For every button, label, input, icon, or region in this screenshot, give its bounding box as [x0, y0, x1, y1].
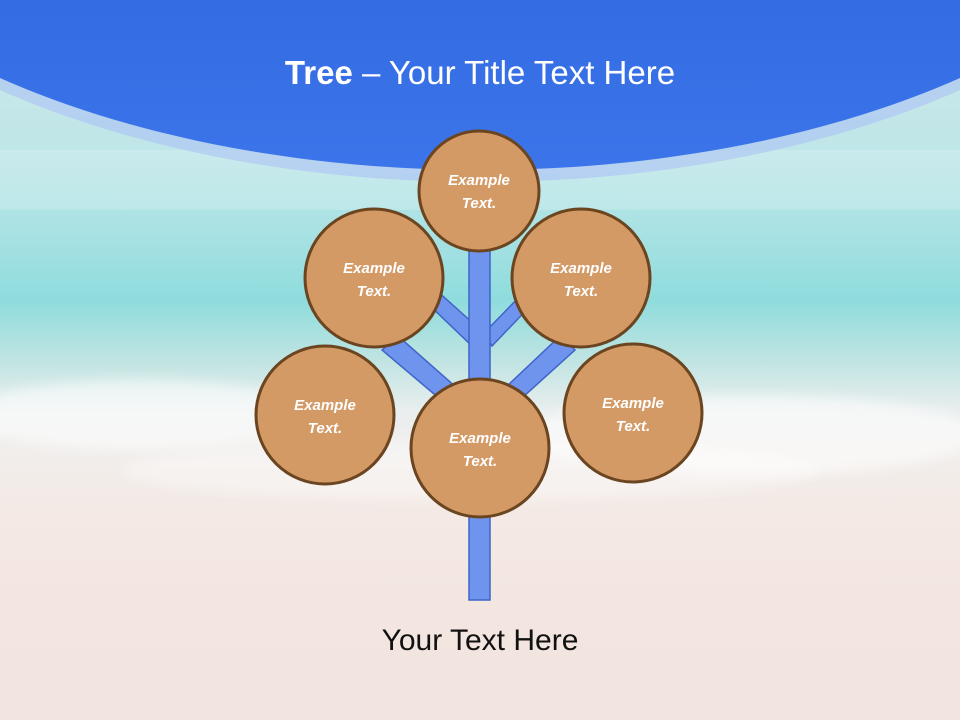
tree-node: Example Text.	[417, 129, 541, 253]
tree-node: Example Text.	[303, 207, 445, 349]
node-text-line1: Example	[294, 397, 356, 414]
node-text-line2: Text.	[463, 453, 497, 470]
node-text-line2: Text.	[308, 420, 342, 437]
tree-node: Example Text.	[562, 342, 704, 484]
tree-node: Example Text.	[409, 377, 551, 519]
title-bold: Tree	[284, 54, 353, 91]
node-text-line1: Example	[550, 260, 612, 277]
tree-node: Example Text.	[254, 344, 396, 486]
tree-node: Example Text.	[510, 207, 652, 349]
node-text-line2: Text.	[616, 418, 650, 435]
node-text-line1: Example	[448, 172, 510, 189]
node-text-line1: Example	[449, 430, 511, 447]
slide-title: Tree – Your Title Text Here	[0, 54, 960, 92]
node-text-line2: Text.	[564, 283, 598, 300]
node-text-line1: Example	[602, 395, 664, 412]
node-text-line2: Text.	[357, 283, 391, 300]
footer-text: Your Text Here	[381, 624, 579, 657]
node-text-line2: Text.	[462, 195, 496, 212]
node-text-line1: Example	[343, 260, 405, 277]
title-rest: – Your Title Text Here	[352, 54, 676, 91]
